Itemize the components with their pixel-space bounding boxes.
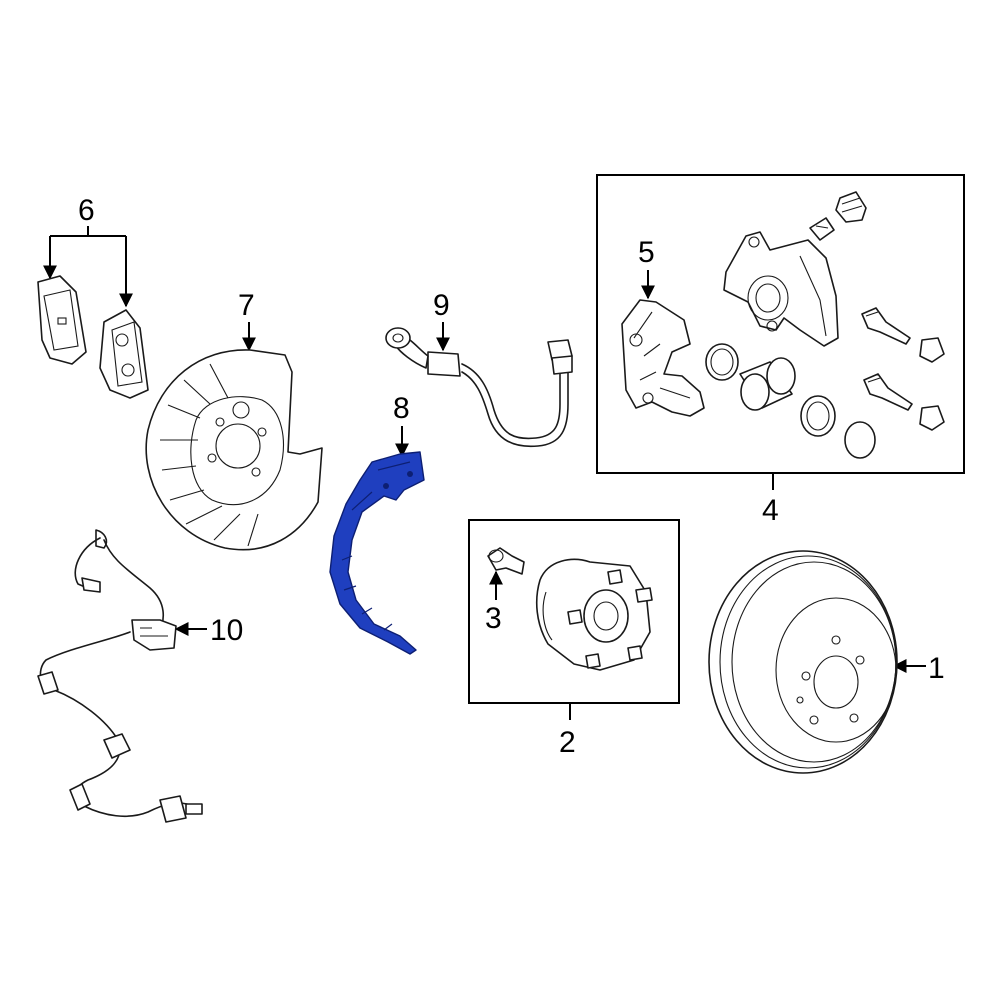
hub-assembly-box xyxy=(468,519,680,704)
brake-pad-left[interactable] xyxy=(37,275,87,365)
brake-pad-right[interactable] xyxy=(99,309,149,399)
brake-rotor[interactable] xyxy=(708,550,898,774)
seal-ring-1[interactable] xyxy=(705,343,739,381)
callout-9[interactable]: 9 xyxy=(433,289,450,322)
seal-ring-2[interactable] xyxy=(800,395,836,437)
guide-pin-lower[interactable] xyxy=(863,373,913,411)
abs-sensor-group: 10 xyxy=(37,529,243,823)
hub-assembly-group: 2 3 xyxy=(468,519,680,759)
callout-2[interactable]: 2 xyxy=(559,726,576,759)
dust-boot[interactable] xyxy=(835,191,867,223)
leader-6 xyxy=(49,226,126,306)
pin-boot-upper[interactable] xyxy=(919,337,945,363)
callout-8[interactable]: 8 xyxy=(393,392,410,425)
bleeder-screw[interactable] xyxy=(809,217,835,241)
parking-brake-shoe-group: 8 xyxy=(329,392,425,655)
seal-ring-3[interactable] xyxy=(844,421,876,459)
callout-6[interactable]: 6 xyxy=(78,194,95,227)
callout-7[interactable]: 7 xyxy=(238,289,255,322)
parking-brake-shoe[interactable] xyxy=(329,451,425,655)
caliper-body[interactable] xyxy=(723,231,839,347)
callout-3[interactable]: 3 xyxy=(485,602,502,635)
brake-pads-group: 6 xyxy=(37,194,149,399)
pin-boot-lower[interactable] xyxy=(919,405,945,431)
hub-bolt[interactable] xyxy=(487,547,525,575)
callout-4[interactable]: 4 xyxy=(762,494,779,527)
brake-rotor-group: 1 xyxy=(708,550,945,774)
wheel-hub[interactable] xyxy=(535,558,653,671)
callout-1[interactable]: 1 xyxy=(928,652,945,685)
guide-pin-upper[interactable] xyxy=(861,307,911,345)
abs-sensor-wire[interactable] xyxy=(37,529,203,823)
dust-shield[interactable] xyxy=(145,349,323,551)
brake-hose-group: 9 xyxy=(385,289,573,448)
callout-10[interactable]: 10 xyxy=(210,614,243,647)
caliper-bracket[interactable] xyxy=(621,299,705,417)
dust-shield-group: 7 xyxy=(145,289,323,551)
brake-hose[interactable] xyxy=(385,327,573,448)
caliper-piston[interactable] xyxy=(739,357,796,411)
caliper-kit-group: 4 5 xyxy=(596,174,965,527)
caliper-kit-box xyxy=(596,174,965,474)
callout-5[interactable]: 5 xyxy=(638,236,655,269)
